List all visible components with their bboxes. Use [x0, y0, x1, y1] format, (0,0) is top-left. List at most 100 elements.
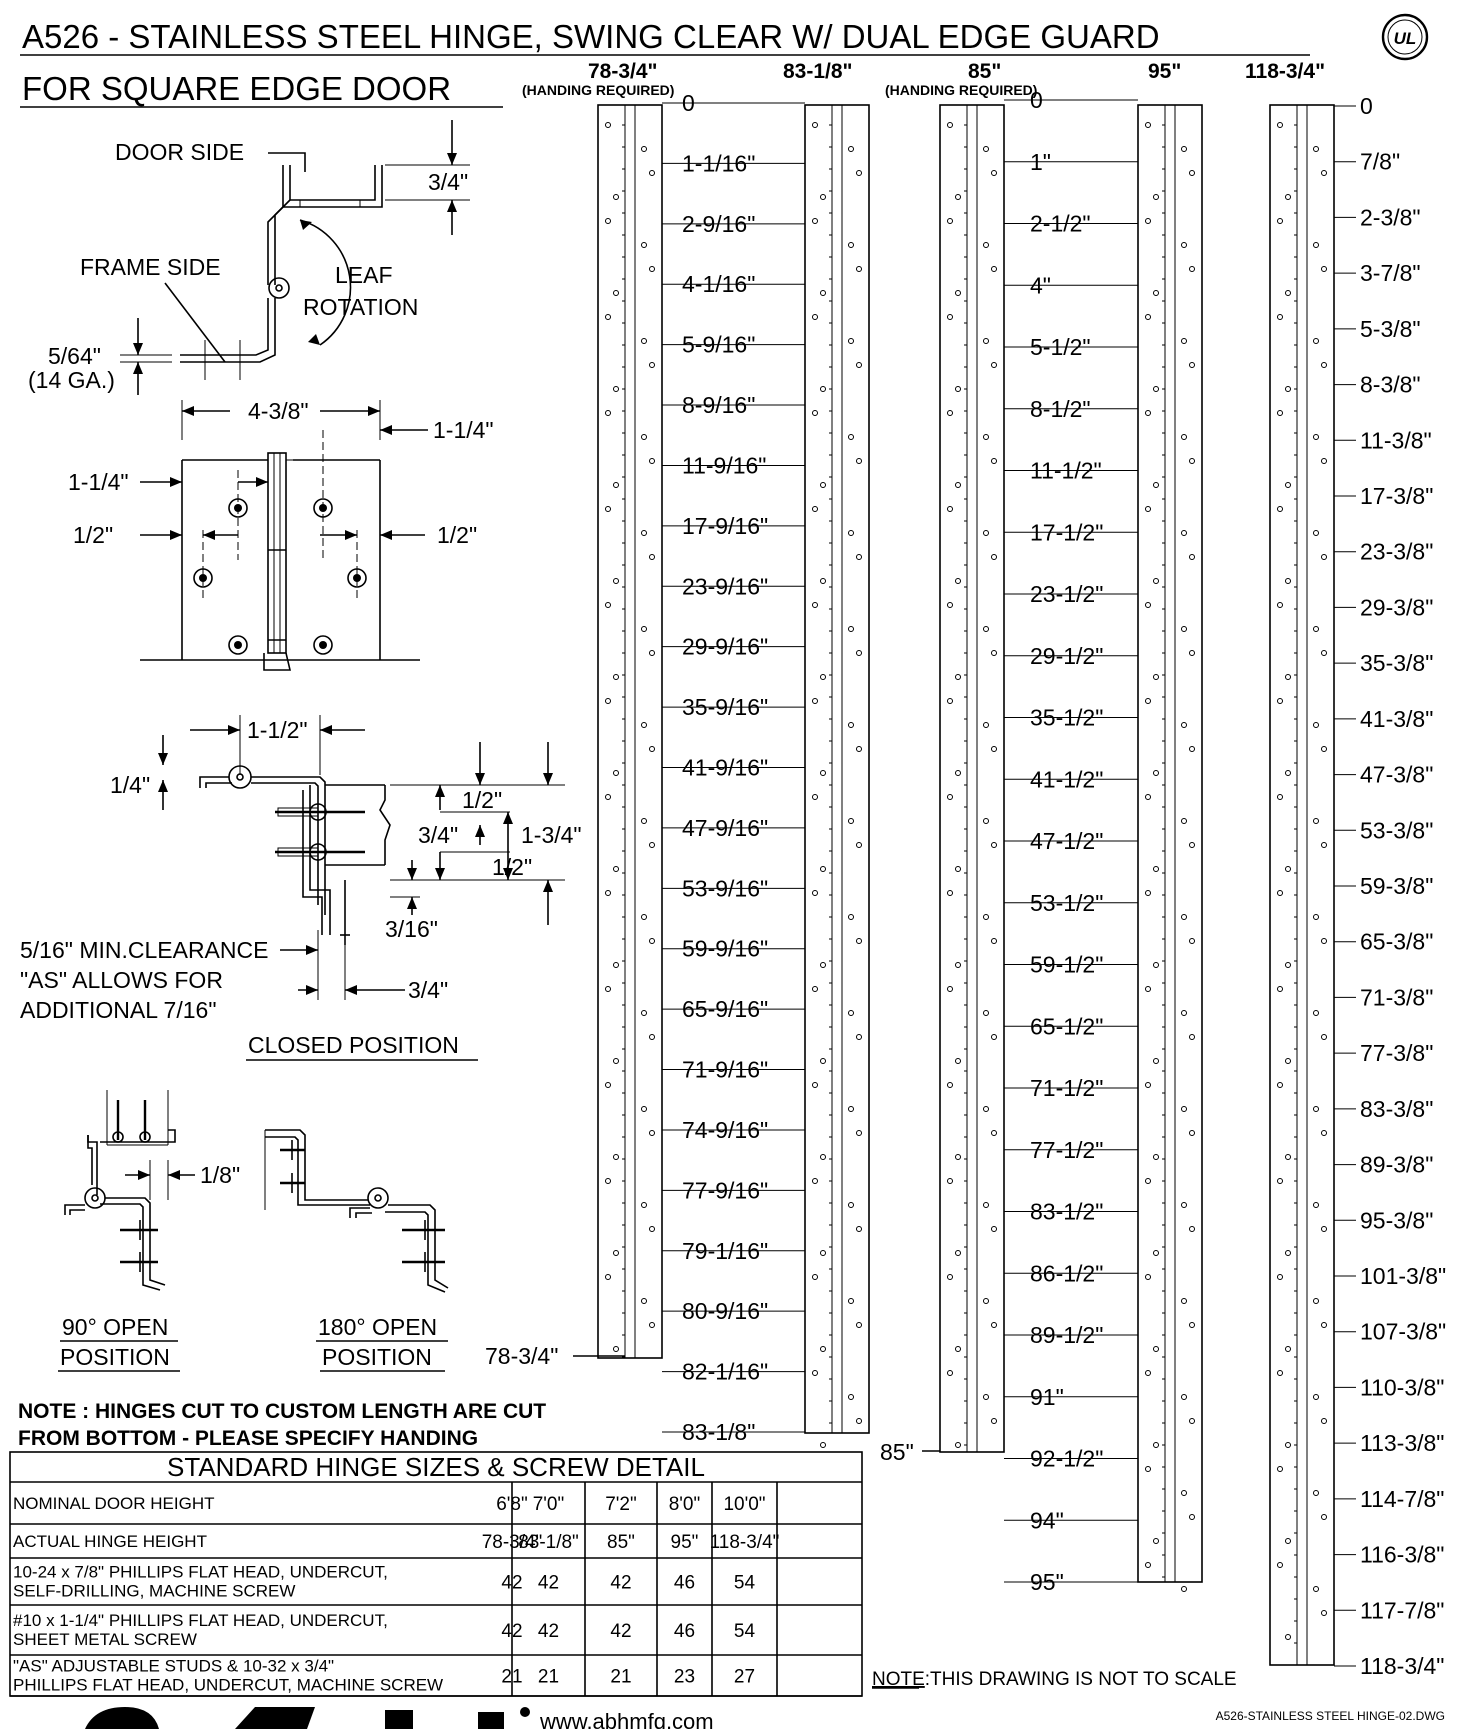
dimension-label: 65-3/8" — [1360, 929, 1433, 955]
website-url: www.abhmfg.com — [539, 1709, 714, 1729]
screw-hole — [812, 1274, 818, 1280]
table-cell: 6'8" — [496, 1494, 528, 1515]
screw-hole — [812, 218, 818, 224]
screw-hole — [947, 218, 953, 224]
screw-hole — [1145, 1370, 1151, 1376]
screw-hole — [820, 194, 826, 200]
screw-hole — [1313, 626, 1319, 632]
screw-hole — [955, 1346, 961, 1352]
hinge-85-bottom-label: 85" — [880, 1439, 914, 1465]
screw-hole — [1313, 434, 1319, 440]
screw-hole — [983, 1010, 989, 1016]
screw-hole — [1277, 1274, 1283, 1280]
screw-hole — [820, 962, 826, 968]
screw-hole — [1321, 554, 1327, 560]
dim-1-1-4-right-label: 1-1/4" — [433, 417, 494, 443]
screw-hole — [1153, 962, 1159, 968]
screw-hole — [1285, 290, 1291, 296]
screw-hole — [1277, 1562, 1283, 1568]
screw-hole — [820, 1346, 826, 1352]
dimension-label: 53-3/8" — [1360, 817, 1433, 843]
screw-hole — [613, 770, 619, 776]
screw-hole — [1313, 1394, 1319, 1400]
dimension-label: 101-3/8" — [1360, 1263, 1446, 1289]
screw-hole — [1321, 362, 1327, 368]
screw-hole — [983, 818, 989, 824]
table-row-label: #10 x 1-1/4" PHILLIPS FLAT HEAD, UNDERCU… — [13, 1611, 388, 1630]
screw-hole — [955, 386, 961, 392]
screw-hole — [955, 770, 961, 776]
screw-hole — [1189, 1226, 1195, 1232]
screw-hole — [1285, 194, 1291, 200]
screw-hole — [1189, 266, 1195, 272]
screw-hole — [856, 938, 862, 944]
screw-hole — [1145, 410, 1151, 416]
screw-hole — [1145, 506, 1151, 512]
hinge-strip-85 — [939, 104, 1005, 1453]
screw-hole — [1145, 1466, 1151, 1472]
hinge-size-header-4: 118-3/4" — [1245, 60, 1325, 83]
screw-hole — [613, 674, 619, 680]
hinge-size-header-2: 85" — [968, 60, 1001, 83]
screw-hole — [641, 338, 647, 344]
screw-hole — [605, 122, 611, 128]
table-cell: 83-1/8" — [518, 1532, 579, 1553]
dimension-label: 89-3/8" — [1360, 1152, 1433, 1178]
screw-hole — [1153, 386, 1159, 392]
gauge-label-2: (14 GA.) — [28, 367, 115, 393]
screw-hole — [1145, 314, 1151, 320]
screw-hole — [1153, 866, 1159, 872]
closed-dim-1-4-label: 1/4" — [110, 772, 150, 798]
screw-hole — [613, 290, 619, 296]
screw-hole — [983, 434, 989, 440]
screw-hole — [856, 746, 862, 752]
screw-hole — [1145, 698, 1151, 704]
screw-hole — [991, 842, 997, 848]
screw-hole — [1181, 722, 1187, 728]
dimension-label: 35-3/8" — [1360, 650, 1433, 676]
screw-hole — [1313, 1586, 1319, 1592]
table-cell: 27 — [734, 1667, 755, 1688]
screw-hole — [812, 1082, 818, 1088]
screw-hole — [955, 866, 961, 872]
closed-dim-3-4-label: 3/4" — [418, 822, 458, 848]
screw-hole — [1321, 746, 1327, 752]
screw-hole — [1321, 938, 1327, 944]
screw-hole — [1277, 122, 1283, 128]
screw-hole — [1321, 458, 1327, 464]
table-cell: 118-3/4" — [710, 1532, 780, 1553]
screw-hole — [848, 626, 854, 632]
screw-hole — [812, 890, 818, 896]
dimension-label: 2-3/8" — [1360, 204, 1421, 230]
dimension-label: 77-3/8" — [1360, 1040, 1433, 1066]
screw-hole — [955, 1250, 961, 1256]
closed-position-label: CLOSED POSITION — [248, 1032, 459, 1058]
screw-hole — [1189, 1322, 1195, 1328]
screw-hole — [991, 1418, 997, 1424]
table-row-label: PHILLIPS FLAT HEAD, UNDERCUT, MACHINE SC… — [13, 1676, 443, 1695]
screw-hole — [812, 986, 818, 992]
screw-hole — [848, 1106, 854, 1112]
drawing-id: A526-STAINLESS STEEL HINGE-02.DWG — [1216, 1709, 1445, 1723]
hinge-85-dimension-labels: 01"2-1/2"4"5-1/2"8-1/2"11-1/2"17-1/2"23-… — [1004, 87, 1138, 1595]
screw-hole — [1189, 1130, 1195, 1136]
table-cell: 21 — [538, 1667, 559, 1688]
screw-hole — [605, 314, 611, 320]
hinge-sizes-table: STANDARD HINGE SIZES & SCREW DETAILNOMIN… — [9, 1451, 863, 1697]
screw-hole — [955, 1058, 961, 1064]
screw-hole — [1321, 266, 1327, 272]
dimension-label: 47-3/8" — [1360, 762, 1433, 788]
screw-hole — [649, 266, 655, 272]
screw-hole — [649, 170, 655, 176]
screw-hole — [955, 962, 961, 968]
screw-hole — [848, 1394, 854, 1400]
screw-hole — [1277, 890, 1283, 896]
screw-icon — [275, 843, 365, 861]
clearance-line-3: ADDITIONAL 7/16" — [20, 997, 217, 1023]
screw-hole — [649, 746, 655, 752]
screw-hole — [605, 698, 611, 704]
hinge-size-header-1: 83-1/8" — [783, 60, 853, 83]
screw-hole — [983, 146, 989, 152]
screw-hole — [1321, 1130, 1327, 1136]
screw-hole — [1285, 578, 1291, 584]
